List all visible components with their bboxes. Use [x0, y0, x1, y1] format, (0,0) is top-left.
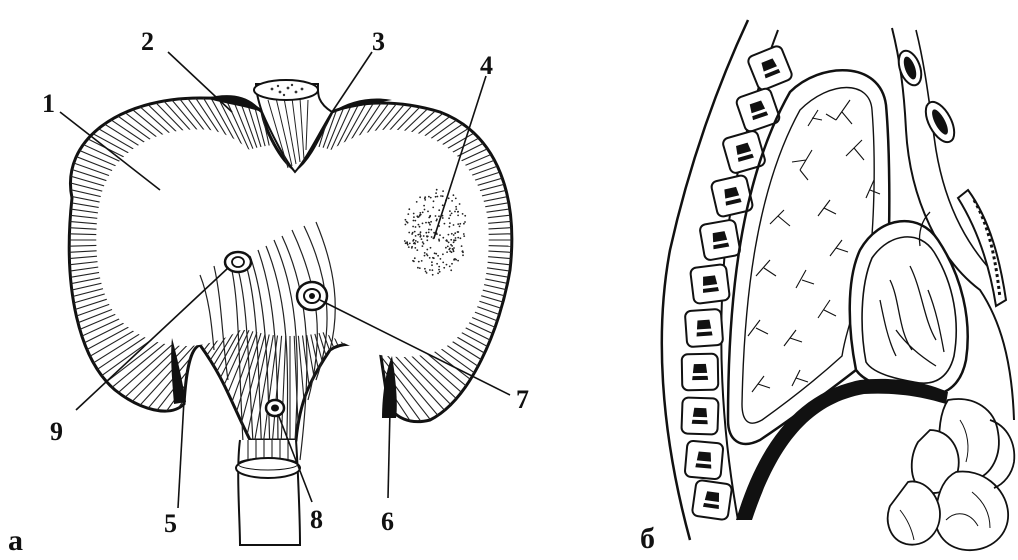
- intestines: [888, 399, 1015, 550]
- label-3: 3: [372, 27, 385, 56]
- caval-foramen: [297, 282, 327, 310]
- panel-a-caption: а: [8, 524, 23, 557]
- panel-a-diaphragm: 1 2 3 4 5 6 7 8 9 а: [0, 0, 590, 557]
- label-9: 9: [50, 417, 63, 446]
- ivc-lumen: [254, 80, 318, 100]
- pericardium: [850, 221, 968, 395]
- label-7: 7: [516, 385, 529, 414]
- label-6: 6: [381, 507, 394, 536]
- label-2: 2: [141, 27, 154, 56]
- label-5: 5: [164, 509, 177, 538]
- esophageal-hiatus: [225, 252, 251, 272]
- aortic-hiatus: [266, 400, 284, 416]
- panel-b-sagittal: б: [640, 20, 1014, 555]
- label-4: 4: [480, 51, 493, 80]
- label-1: 1: [42, 89, 55, 118]
- panel-b-caption: б: [640, 522, 655, 555]
- label-8: 8: [310, 505, 323, 534]
